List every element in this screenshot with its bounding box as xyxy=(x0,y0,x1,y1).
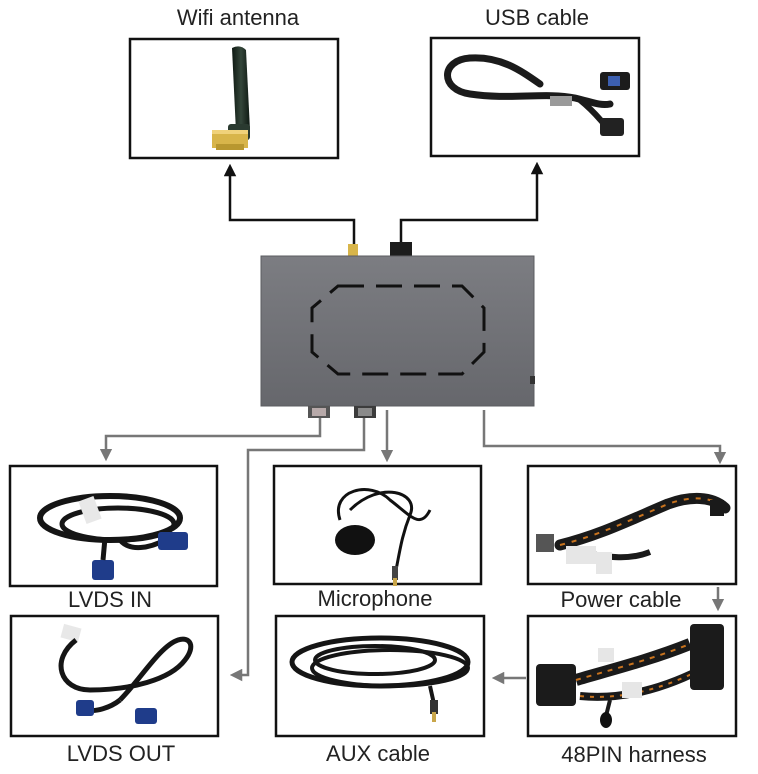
power-cable-icon xyxy=(536,493,731,574)
microphone-box xyxy=(272,464,483,586)
label-48pin-harness: 48PIN harness xyxy=(561,742,707,767)
arrow-to-power-cable xyxy=(482,410,727,465)
usb-cable-box xyxy=(429,36,641,158)
aux-cable-box xyxy=(274,614,486,738)
microphone-icon xyxy=(335,488,432,586)
48pin-harness-icon xyxy=(536,624,724,728)
lvds-out-box xyxy=(9,614,220,738)
wifi-antenna-box xyxy=(128,37,340,160)
label-microphone: Microphone xyxy=(318,586,433,611)
usb-cable-icon xyxy=(444,54,630,136)
lvds-in-cable-icon xyxy=(37,493,188,580)
label-lvds-out: LVDS OUT xyxy=(67,741,175,766)
antenna-icon xyxy=(212,46,250,150)
aux-cable-icon xyxy=(289,635,471,722)
arrow-to-wifi-antenna xyxy=(223,163,356,250)
lvds-in-box xyxy=(8,464,219,588)
lvds-out-cable-icon xyxy=(58,623,194,724)
label-usb-cable: USB cable xyxy=(485,5,589,30)
label-wifi-antenna: Wifi antenna xyxy=(177,5,300,30)
main-module-box xyxy=(260,242,535,418)
power-cable-box xyxy=(526,464,738,586)
arrow-to-lvds-out xyxy=(229,418,366,682)
label-aux-cable: AUX cable xyxy=(326,741,430,766)
arrow-to-lvds-in xyxy=(99,418,322,462)
label-power-cable: Power cable xyxy=(560,587,681,612)
48pin-harness-box xyxy=(526,614,738,738)
label-lvds-in: LVDS IN xyxy=(68,587,152,612)
arrow-to-usb-cable xyxy=(399,161,544,250)
